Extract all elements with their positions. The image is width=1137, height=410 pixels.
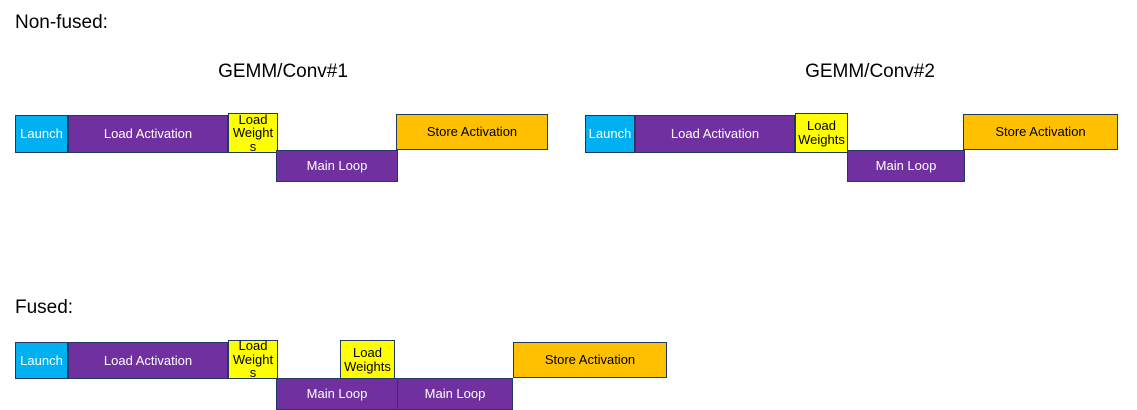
block-main-loop-fused-2: Main Loop <box>397 378 513 410</box>
group-title-gemm-conv-2: GEMM/Conv#2 <box>805 61 935 82</box>
block-load-weights-fused-2: Load Weights <box>340 340 395 379</box>
block-load-activation-gemm1: Load Activation <box>68 115 228 153</box>
block-load-activation-gemm2: Load Activation <box>635 115 795 153</box>
block-store-activation-fused: Store Activation <box>513 342 667 378</box>
block-load-weights-fused-1-label: Load Weights <box>232 340 274 379</box>
block-store-activation-gemm2: Store Activation <box>963 114 1118 150</box>
block-load-weights-gemm1: Load Weights <box>228 113 278 153</box>
block-load-weights-gemm1-label: Load Weights <box>232 113 274 153</box>
block-launch-gemm1: Launch <box>15 115 68 153</box>
block-main-loop-fused-1: Main Loop <box>276 378 398 410</box>
block-load-weights-fused-1: Load Weights <box>228 340 278 379</box>
block-launch-fused: Launch <box>15 342 68 379</box>
section-label-fused: Fused: <box>15 297 74 318</box>
block-load-activation-fused: Load Activation <box>68 342 228 379</box>
section-label-non-fused: Non-fused: <box>15 12 108 33</box>
block-load-weights-fused-2-label: Load Weights <box>344 344 391 374</box>
block-main-loop-gemm1: Main Loop <box>276 150 398 182</box>
block-load-weights-gemm2: Load Weights <box>795 113 848 153</box>
group-title-gemm-conv-1: GEMM/Conv#1 <box>218 61 348 82</box>
block-launch-gemm2: Launch <box>585 115 635 153</box>
block-load-weights-gemm2-label: Load Weights <box>798 118 845 147</box>
block-main-loop-gemm2: Main Loop <box>847 150 965 182</box>
block-store-activation-gemm1: Store Activation <box>396 114 548 150</box>
